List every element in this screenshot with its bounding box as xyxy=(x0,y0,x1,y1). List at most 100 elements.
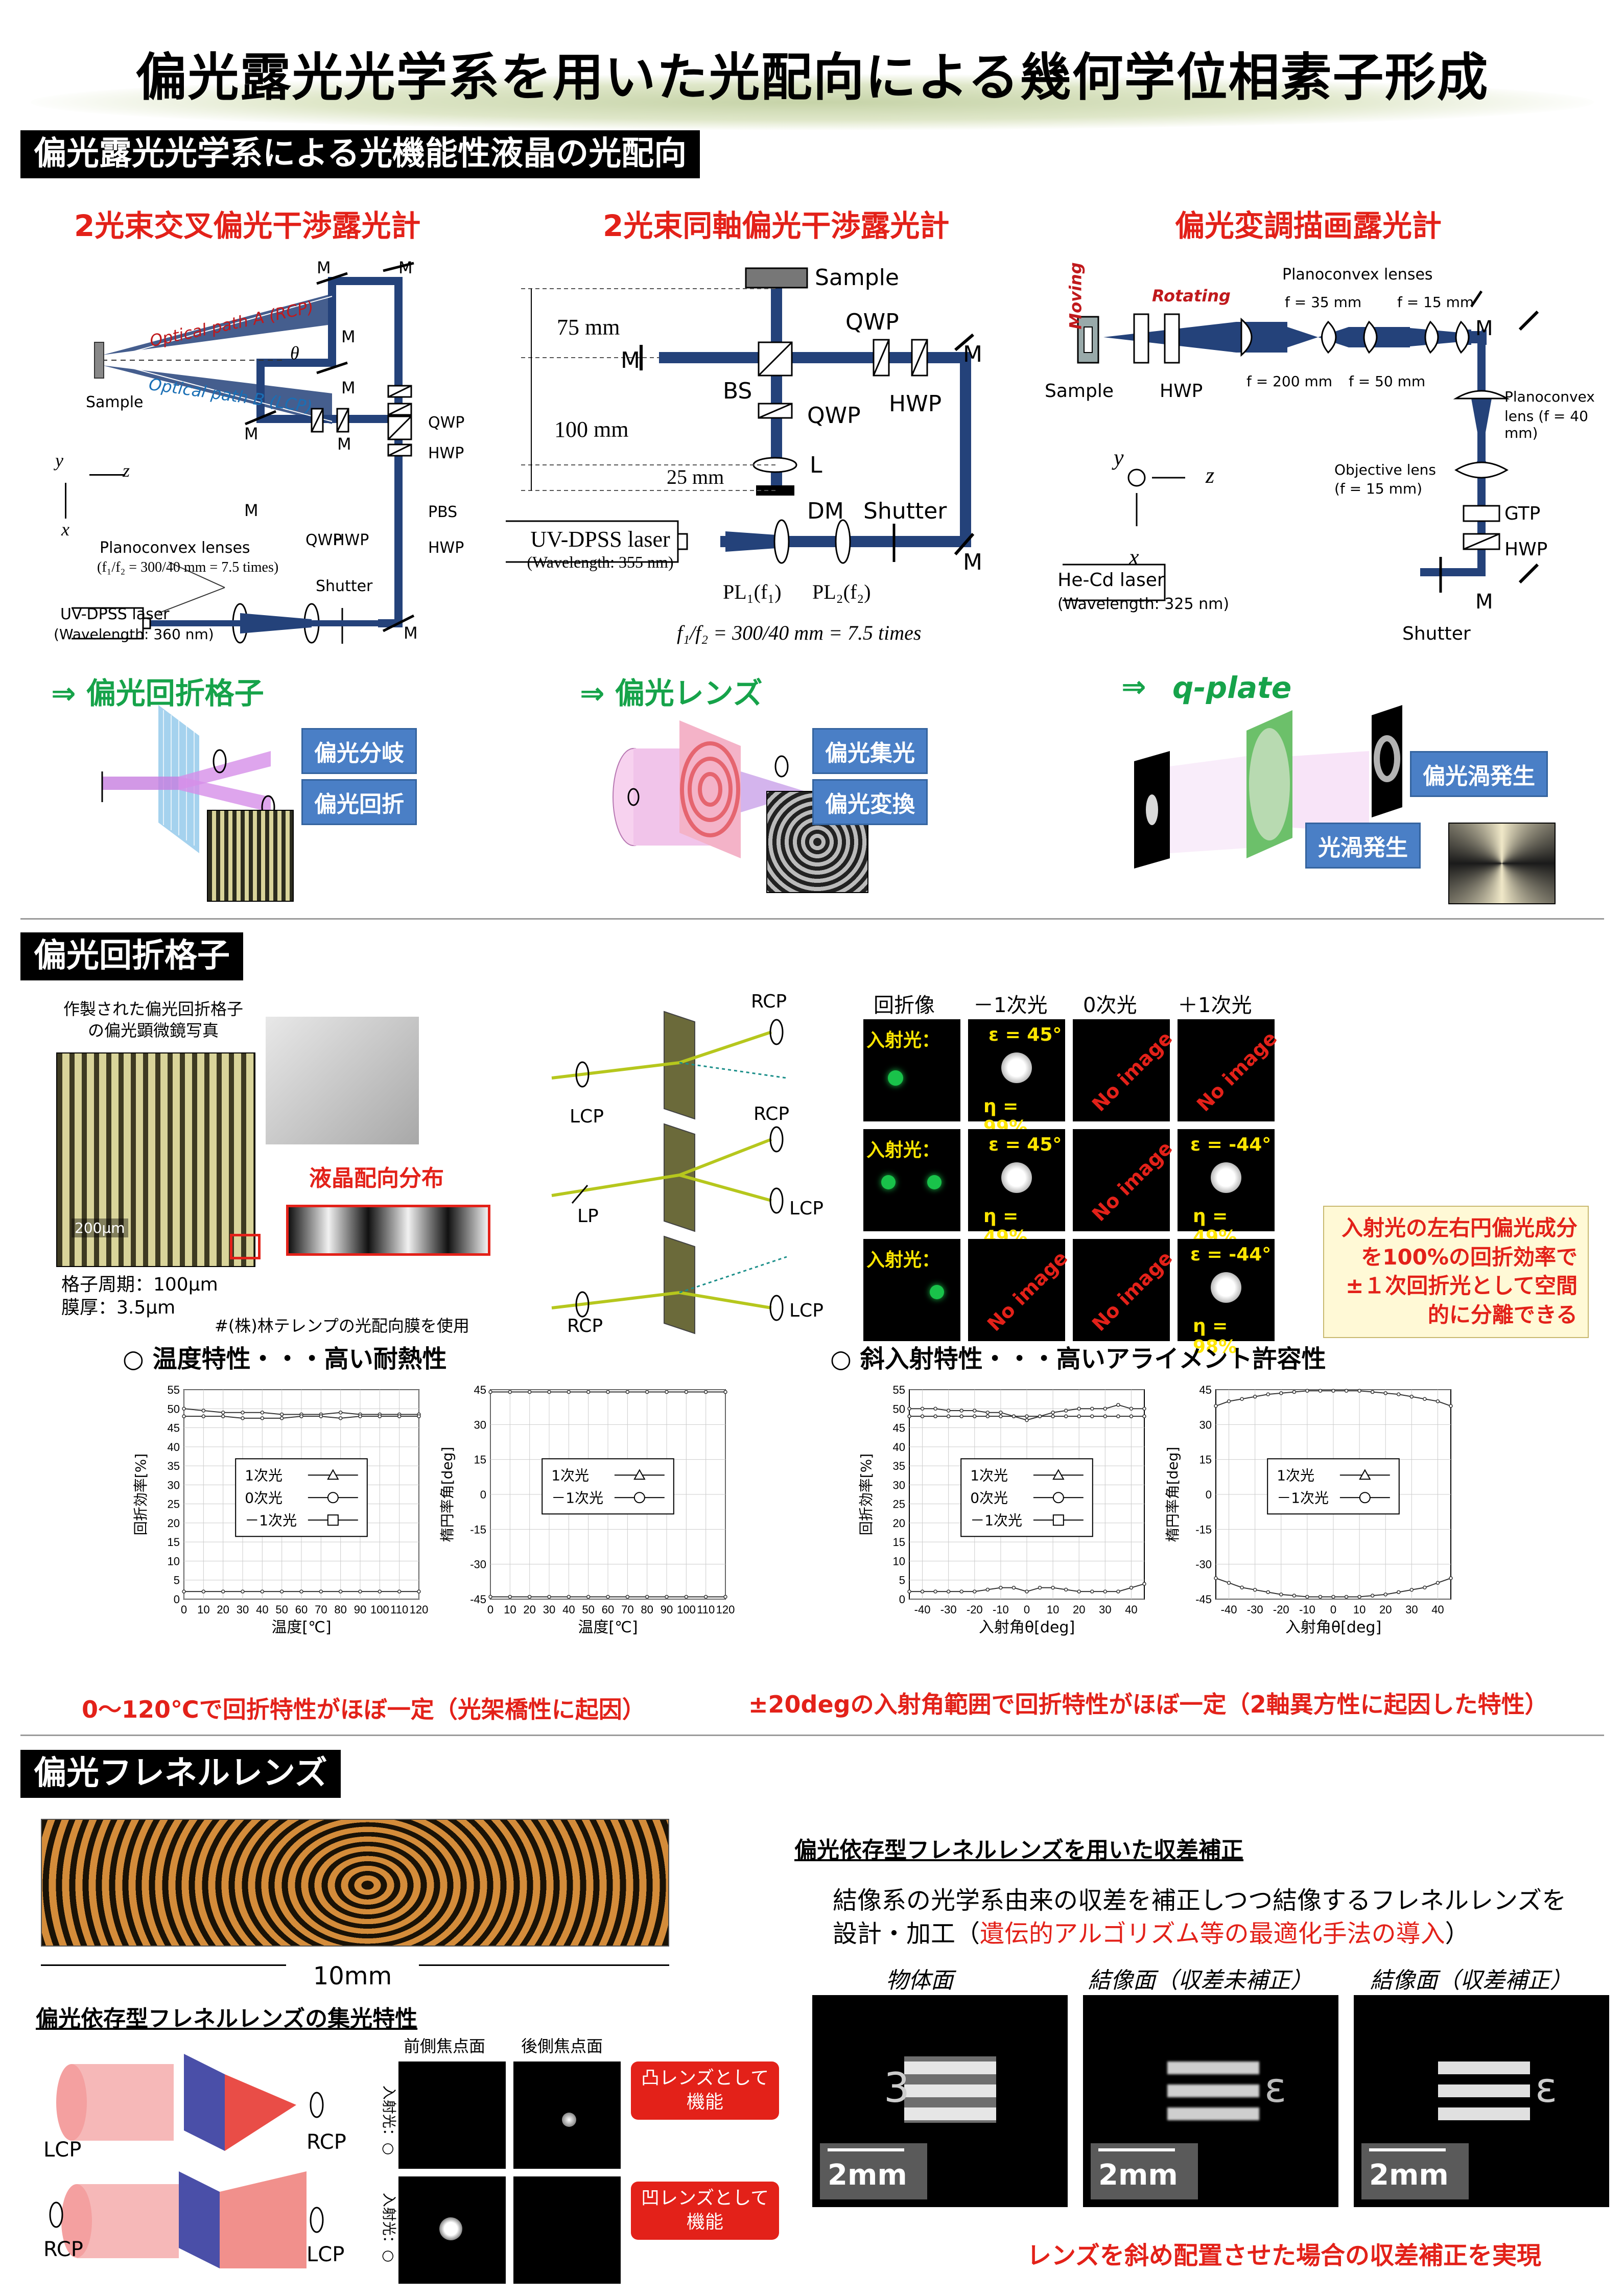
y-tick-label: 40 xyxy=(168,1441,180,1454)
data-point xyxy=(527,1595,532,1599)
data-point xyxy=(488,1390,492,1394)
x-tick-label: 60 xyxy=(602,1603,614,1616)
row1-plus1: No image xyxy=(1178,1019,1281,1121)
y-tick-label: 45 xyxy=(1199,1384,1212,1396)
chart-legend xyxy=(542,1458,674,1515)
uncorrected-image: ε 2mm xyxy=(1083,1995,1338,2207)
diffraction-schematics xyxy=(551,1011,787,1334)
divider-2 xyxy=(20,1735,1604,1736)
data-point xyxy=(933,1407,937,1411)
btn-polarization-focus[interactable]: 偏光集光 xyxy=(812,728,928,774)
data-point xyxy=(920,1407,925,1411)
legend-marker xyxy=(1359,1492,1371,1504)
sample-photo xyxy=(266,1017,419,1144)
x-axis-label: 入射角θ[deg] xyxy=(979,1619,1075,1636)
data-point xyxy=(1038,1585,1042,1590)
x-tick-label: 70 xyxy=(315,1603,327,1616)
col3-result: q-plate xyxy=(1172,670,1292,705)
data-point xyxy=(723,1390,727,1394)
row2-plus1: ε = -44° η = 49% xyxy=(1178,1129,1275,1248)
btn-polarization-convert[interactable]: 偏光変換 xyxy=(812,779,928,825)
col1-title: 2光束交叉偏光干渉露光計 xyxy=(74,208,421,243)
data-point xyxy=(547,1390,551,1394)
data-point xyxy=(1370,1594,1375,1598)
data-point xyxy=(397,1414,402,1418)
data-point xyxy=(221,1414,225,1418)
coaxial-beam-diagram xyxy=(506,267,975,564)
legend-label: 1次光 xyxy=(1277,1467,1314,1484)
legend-marker xyxy=(1052,1469,1065,1480)
legend-marker xyxy=(327,1469,339,1480)
title-underline-glow xyxy=(31,74,1594,130)
data-point xyxy=(684,1390,689,1394)
data-point xyxy=(665,1390,669,1394)
y-tick-label: 10 xyxy=(893,1555,905,1567)
data-point xyxy=(1077,1407,1081,1411)
data-point xyxy=(1025,1414,1029,1418)
btn-polarization-vortex[interactable]: 偏光渦発生 xyxy=(1410,751,1548,797)
lc-alignment-label: 液晶配向分布 xyxy=(309,1165,444,1191)
data-point xyxy=(1090,1414,1094,1418)
x-axis-label: 温度[℃] xyxy=(271,1619,331,1636)
row1-image: 入射光： xyxy=(863,1019,960,1121)
temp-conclusion: 0～120℃で回折特性がほぼ一定（光架橋性に起因） xyxy=(82,1696,646,1723)
col1-m-5: M xyxy=(244,424,258,443)
x-tick-label: 70 xyxy=(621,1603,633,1616)
legend-label: 1次光 xyxy=(245,1467,283,1484)
col2-qwp-upper: QWP xyxy=(845,309,899,335)
header-diffraction-image: 回折像 xyxy=(874,994,935,1017)
x-tick-label: 20 xyxy=(1379,1603,1392,1616)
data-point xyxy=(1435,1399,1440,1403)
data-point xyxy=(1214,1576,1218,1580)
legend-label: 1次光 xyxy=(970,1467,1008,1484)
data-point xyxy=(959,1409,963,1413)
col2-dm: DM xyxy=(807,498,844,524)
btn-polarization-split[interactable]: 偏光分岐 xyxy=(301,728,417,774)
y-tick-label: 45 xyxy=(893,1422,905,1435)
y-tick-label: 15 xyxy=(893,1536,905,1549)
f35-label: f = 35 mm xyxy=(1285,294,1362,311)
data-point xyxy=(1129,1585,1134,1590)
section2-heading: 偏光回折格子 xyxy=(20,932,243,980)
data-point xyxy=(684,1595,689,1599)
header-zero: 0次光 xyxy=(1083,994,1137,1017)
x-tick-label: 40 xyxy=(562,1603,575,1616)
page-title: 偏光露光光学系を用いた光配向による幾何学位相素子形成 xyxy=(135,48,1489,107)
col2-wavelength: (Wavelength: 355 nm) xyxy=(527,553,674,571)
data-point xyxy=(665,1595,669,1599)
legend-marker xyxy=(327,1492,339,1504)
corrected-image: ε 2mm xyxy=(1354,1995,1609,2207)
angle-conclusion: ±20degの入射角範囲で回折特性がほぼ一定（2軸異方性に起因した特性） xyxy=(748,1691,1548,1718)
data-point xyxy=(1064,1409,1068,1413)
x-tick-label: 0 xyxy=(1024,1603,1030,1616)
data-point xyxy=(973,1409,977,1413)
y-tick-label: 0 xyxy=(480,1488,486,1501)
col1-x-arrow xyxy=(65,483,66,519)
data-point xyxy=(358,1414,362,1418)
data-point xyxy=(1409,1394,1414,1399)
incident-lcp-label: 入射光：○ xyxy=(381,2192,398,2263)
btn-polarization-diffraction[interactable]: 偏光回折 xyxy=(301,779,417,825)
data-point xyxy=(1397,1590,1401,1595)
header-minus1: －1次光 xyxy=(973,994,1048,1017)
data-point xyxy=(586,1390,591,1394)
col2-bs: BS xyxy=(723,378,752,404)
col3-wavelength: (Wavelength: 325 nm) xyxy=(1057,595,1230,613)
col1-pbs-label: PBS xyxy=(428,503,458,521)
data-point xyxy=(933,1589,937,1594)
y-tick-label: 30 xyxy=(893,1479,905,1491)
col1-m-1: M xyxy=(317,258,331,277)
col1-m-7: M xyxy=(244,501,258,520)
data-point xyxy=(1397,1392,1401,1396)
legend-label: 0次光 xyxy=(970,1489,1008,1506)
row3-plus1: ε = -44° η = 98% xyxy=(1178,1239,1275,1357)
data-point xyxy=(260,1416,265,1420)
incident-rcp-label: 入射光：○ xyxy=(381,2085,398,2156)
btn-optical-vortex[interactable]: 光渦発生 xyxy=(1305,823,1421,869)
x-tick-label: -30 xyxy=(1247,1603,1263,1616)
x-tick-label: -30 xyxy=(940,1603,957,1616)
x-tick-label: 110 xyxy=(697,1603,715,1616)
data-point xyxy=(703,1595,708,1599)
data-point xyxy=(645,1390,649,1394)
col1-z-axis: z xyxy=(123,460,130,481)
